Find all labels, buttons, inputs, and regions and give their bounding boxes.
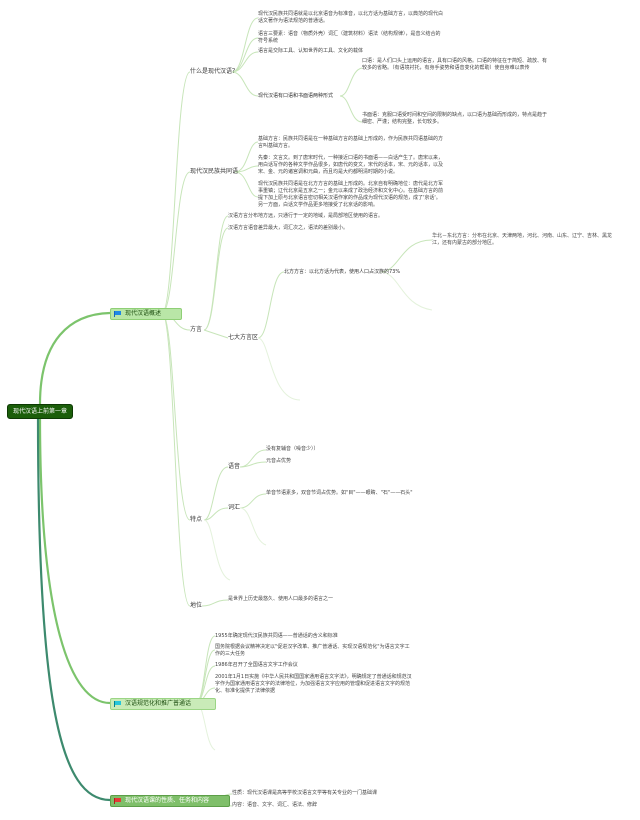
node-text: 2001年1月1日实施《中华人民共和国国家通用语言文字法》，明确规定了普通话和规… — [215, 674, 412, 694]
node-text: 1986年召开了全国语言文字工作会议 — [215, 662, 298, 668]
node-basis-dialect: 基础方言：民族共同语是在一种基础方言的基础上形成的，作为民族共同语基础的方言叫基… — [258, 136, 444, 149]
node-text: 元音占优势 — [266, 458, 292, 464]
root-node[interactable]: 现代汉语上前第一章 — [7, 404, 73, 419]
branch-label: 现代汉语概述 — [125, 310, 162, 317]
flag-icon — [114, 311, 121, 317]
node-what-is[interactable]: 什么是现代汉语？ — [190, 68, 239, 75]
node-written: 书面语：克服口语受时间和空间的限制的缺点，以口语为基础而形成的，特点是趋于细密、… — [362, 112, 548, 125]
node-dialect[interactable]: 方言 — [190, 326, 203, 333]
node-vocab[interactable]: 词汇 — [228, 504, 241, 511]
node-north-basis: 现代汉民族共同语是在北方方言的基础上形成的。北京自有明确地位：唐代是北方军事重镇… — [258, 181, 444, 208]
node-north-sub: 华北－东北方言：分布在北京、天津两地，河北、河南、山东、辽宁、吉林、黑龙江，还有… — [432, 233, 613, 246]
node-text: 没有复辅音（噪音少）） — [266, 446, 319, 452]
node-status[interactable]: 地位 — [190, 602, 203, 609]
node-common-lang[interactable]: 现代汉民族共同语 — [190, 168, 239, 175]
node-phonetics[interactable]: 语音 — [228, 463, 241, 470]
node-text: 单音节语素多，双音节词占优势。如"目"——眼睛、"石"——石头" — [266, 490, 413, 496]
node-text: 是世界上历史最悠久、使用人口最多的语言之一 — [228, 596, 334, 602]
node-text: 汉语方言语音差异最大，词汇次之，语法的差别最小。 — [228, 225, 349, 231]
node-seven-dialects[interactable]: 七大方言区 — [228, 334, 259, 341]
branch-label: 汉语规范化和推广普通话 — [125, 700, 192, 707]
node-oral: 口语：是人们口头上运用的语言，具有口语的风格。口语的特征在于简短、疏放、有较多的… — [362, 58, 548, 71]
node-north-dialect[interactable]: 北方方言：以北方话为代表，使用人口占汉族的73% — [284, 269, 401, 275]
node-text: 汉语方言分布地方远，只通行于一定的地域，是局部地区使用的语言。 — [228, 213, 384, 219]
node-text: 语言是交际工具、认知世界的工具、文化的载体 — [258, 48, 364, 54]
node-content: 内容：语音、文字、词汇、语法、修辞 — [232, 802, 318, 808]
branch-standardization[interactable]: 汉语规范化和推广普通话 — [110, 698, 216, 710]
branch-course[interactable]: 现代汉语课的性质、任务和内容 — [110, 795, 230, 807]
node-two-forms[interactable]: 现代汉语有口语和书面语两种形式 — [258, 93, 334, 99]
node-features[interactable]: 特点 — [190, 516, 203, 523]
node-text: 国务院根据会议精神决定以"促进汉字改革、推广普通话、实现汉语规范化"为语言文字工… — [215, 644, 410, 657]
node-text: 1955年确定现代汉民族共同语——普通话的含义和标准 — [215, 633, 338, 639]
flag-icon — [114, 701, 121, 707]
node-text: 现代汉民族共同语就是以北京语音为标准音，以北方话为基础方言，以典范的现代白话文著… — [258, 11, 444, 24]
node-pre-qin: 先秦：文言文。到了唐宋时代，一种接近口语的书面语——白话产生了。唐宋以来，用白话… — [258, 155, 444, 175]
branch-label: 现代汉语课的性质、任务和内容 — [125, 797, 210, 804]
branch-overview[interactable]: 现代汉语概述 — [110, 308, 182, 320]
node-text: 语言三要素：语音（物质外壳）词汇（建筑材料）语法（结构规律），是音义结合的符号系… — [258, 31, 441, 44]
node-nature: 性质：现代汉语课是高等学校汉语言文学等有关专业的一门基础课 — [232, 790, 378, 796]
flag-icon — [114, 798, 121, 804]
